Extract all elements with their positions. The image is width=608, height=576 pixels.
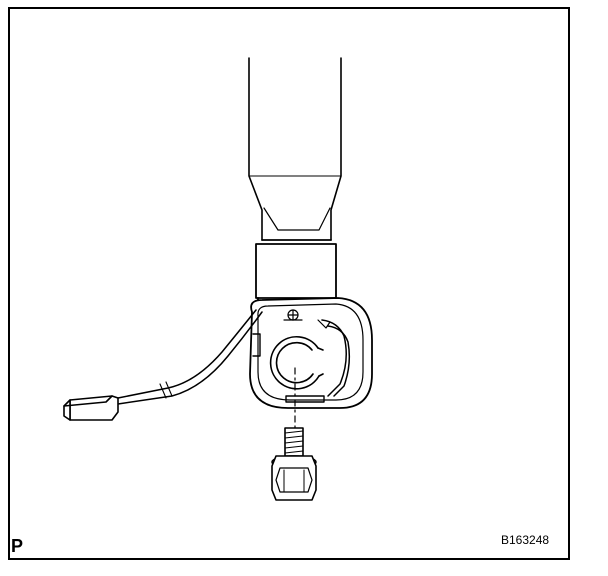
plate-tab: [252, 333, 261, 357]
anchor-plate: [249, 239, 373, 409]
bolt-hole: [269, 335, 324, 390]
connector-icon: [63, 395, 119, 421]
wire-harness: [117, 309, 263, 405]
belt-webbing: [248, 57, 342, 241]
small-screw-icon: [283, 309, 303, 321]
plate-slot: [285, 395, 325, 403]
corner-label: P: [11, 536, 24, 556]
retainer-spring: [317, 319, 351, 397]
bolt-icon: [271, 427, 317, 501]
figure-code: B163248: [501, 533, 550, 547]
